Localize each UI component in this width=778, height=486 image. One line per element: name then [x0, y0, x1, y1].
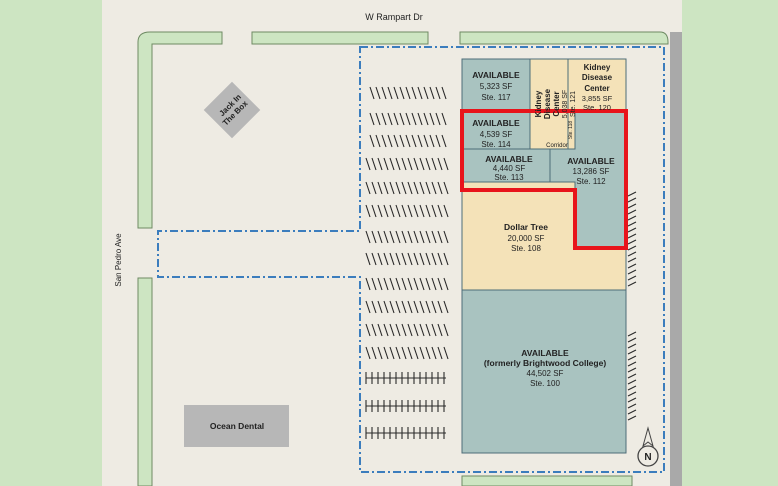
parking-row [365, 230, 449, 244]
parking-row [365, 204, 449, 218]
suite-labels: AVAILABLE 5,323 SF Ste. 117 AVAILABLE 4,… [472, 63, 615, 388]
s121-ste: Ste. 121 [570, 91, 577, 117]
s120-size: 3,855 SF [582, 94, 613, 103]
landscape-north-mid [251, 31, 429, 45]
s112-title: AVAILABLE [567, 156, 615, 166]
s120-line2: Disease [582, 73, 613, 82]
landscape-north-east [459, 31, 669, 45]
parking-row [365, 157, 449, 171]
s114-ste: Ste. 114 [481, 140, 511, 149]
s100-size: 44,502 SF [527, 369, 564, 378]
parking-row [365, 427, 446, 439]
ocean-dental-pad[interactable] [184, 405, 289, 447]
parking-row [369, 86, 447, 100]
property-line [157, 46, 665, 473]
s114-size: 4,539 SF [480, 130, 513, 139]
parking-row [365, 323, 449, 337]
s118-ste: Ste. 118 [568, 121, 574, 139]
street-label-north: W Rampart Dr [365, 12, 423, 22]
s100-subtitle: (formerly Brightwood College) [484, 358, 606, 368]
parking-row [365, 372, 446, 384]
north-arrow-icon: N [637, 426, 659, 467]
corridor-label: Corridor [546, 143, 568, 149]
s117-size: 5,323 SF [480, 82, 513, 91]
landscape-strips [137, 31, 669, 486]
parking-row [365, 300, 449, 314]
building [461, 58, 627, 454]
s100-ste: Ste. 100 [530, 379, 560, 388]
s121-line1: Kidney [534, 90, 543, 117]
s108-size: 20,000 SF [508, 234, 545, 243]
s121-size: 5,038 SF [562, 90, 569, 118]
s121-line2: Disease [543, 88, 552, 119]
parking-row [369, 112, 447, 126]
jack-in-the-box-pad[interactable] [203, 81, 261, 139]
suite-121[interactable] [529, 58, 569, 150]
parking-row [365, 277, 449, 291]
s114-title: AVAILABLE [472, 118, 520, 128]
s120-line1: Kidney [584, 63, 611, 72]
s117-ste: Ste. 117 [481, 93, 511, 102]
suite-100[interactable] [461, 289, 627, 454]
s117-title: AVAILABLE [472, 70, 520, 80]
s113-title: AVAILABLE [485, 154, 533, 164]
parking-row [369, 134, 447, 148]
parking-row [365, 346, 449, 360]
street-label-west: San Pedro Ave [114, 233, 123, 287]
s112-ste: Ste. 112 [576, 177, 606, 186]
s120-line3: Center [584, 84, 609, 93]
s113-size: 4,440 SF [493, 164, 526, 173]
landscape-west-north [137, 31, 223, 229]
s108-ste: Ste. 108 [511, 244, 541, 253]
s108-title: Dollar Tree [504, 222, 548, 232]
north-arrow-letter: N [644, 452, 651, 463]
s120-ste: Ste. 120 [583, 103, 611, 112]
s121-label-group: Kidney Disease Center 5,038 SF Ste. 121 [534, 88, 577, 119]
s100-title: AVAILABLE [521, 348, 569, 358]
highlighted-space-outline [460, 109, 628, 250]
ocean-dental-label: Ocean Dental [210, 421, 264, 431]
parking-rows [365, 86, 449, 439]
parking-row [365, 400, 446, 412]
east-wall [670, 32, 682, 486]
parking-row [365, 252, 449, 266]
s113-ste: Ste. 113 [494, 173, 524, 182]
landscape-south [461, 475, 633, 486]
landscape-west-south [137, 277, 153, 486]
parking-east-stalls [627, 191, 637, 421]
s112-size: 13,286 SF [573, 167, 610, 176]
parking-row [365, 181, 449, 195]
s121-line3: Center [552, 91, 561, 116]
